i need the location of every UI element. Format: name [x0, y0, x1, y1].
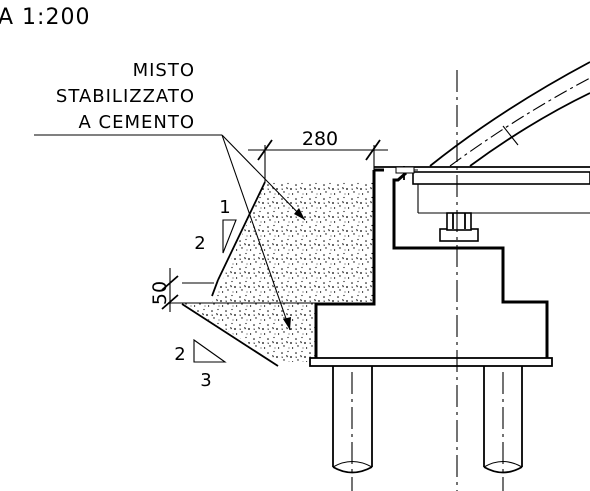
- bearing: [439, 212, 479, 242]
- dimension-width: 280: [248, 128, 388, 182]
- dimension-width-label: 280: [302, 128, 338, 150]
- slope-lower-run: 3: [200, 370, 211, 391]
- material-note-line2: STABILIZZATO: [56, 86, 195, 107]
- footing-slab: [309, 357, 553, 367]
- abutment-outline: [314, 168, 549, 358]
- note-leaders: [221, 134, 306, 331]
- material-note-line1: MISTO: [133, 60, 195, 81]
- dimension-thickness: 50: [149, 268, 179, 312]
- material-note-line3: A CEMENTO: [78, 112, 195, 133]
- bridge-deck: [374, 166, 590, 214]
- stabilized-fill: [170, 181, 375, 367]
- slope-upper-rise: 1: [219, 197, 230, 218]
- material-note: MISTO STABILIZZATO A CEMENTO: [34, 60, 222, 136]
- arch-beam: [429, 61, 590, 167]
- piles: [332, 366, 523, 491]
- scale-label: A 1:200: [0, 5, 90, 30]
- dimension-thickness-label: 50: [149, 281, 171, 305]
- slope-lower: 2 3: [174, 338, 227, 391]
- slope-upper: 1 2: [194, 197, 237, 254]
- slope-lower-rise: 2: [174, 344, 185, 365]
- slope-upper-run: 2: [194, 233, 205, 254]
